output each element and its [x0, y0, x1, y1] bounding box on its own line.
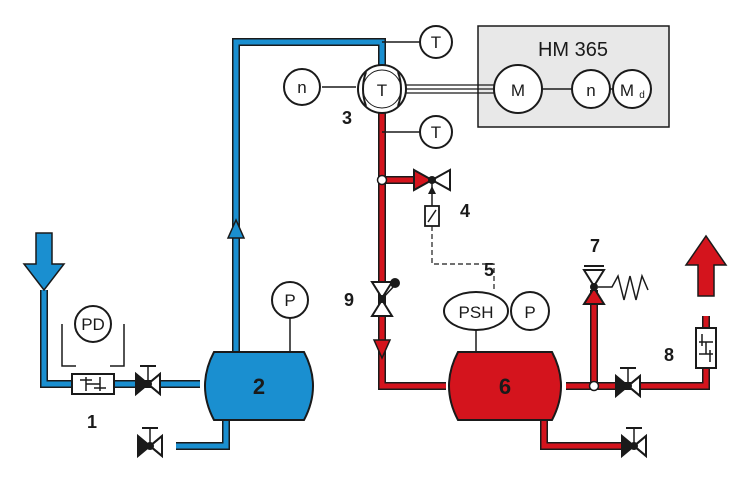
tank-2: 2 — [204, 351, 314, 421]
hm365-title: HM 365 — [538, 39, 608, 61]
instrument-torque: M d — [612, 69, 652, 109]
instrument-motor: M — [493, 64, 543, 114]
drain-valve-2 — [137, 427, 163, 459]
instrument-t-lower: T — [419, 115, 453, 149]
instrument-p-tank2: P — [271, 281, 309, 319]
instrument-lines — [61, 41, 495, 367]
inlet-valve — [135, 365, 161, 397]
tank-6: 6 — [448, 351, 562, 421]
label-2: 2 — [253, 374, 265, 399]
svg-text:PD: PD — [81, 315, 105, 334]
label-3: 3 — [342, 108, 352, 128]
instrument-n-motor: n — [571, 69, 611, 109]
instrument-p-tank6: P — [510, 291, 550, 331]
valve-4 — [413, 168, 451, 227]
label-4: 4 — [460, 201, 470, 221]
label-7: 7 — [590, 236, 600, 256]
svg-text:P: P — [524, 303, 535, 322]
svg-text:P: P — [284, 291, 295, 310]
label-9: 9 — [344, 290, 354, 310]
svg-text:T: T — [431, 33, 441, 52]
svg-text:M: M — [620, 81, 634, 100]
svg-text:n: n — [297, 78, 306, 97]
outlet-arrow-icon — [684, 234, 728, 297]
instrument-pd: PD — [74, 305, 112, 343]
valve-9 — [370, 278, 400, 317]
torque-subscript: d — [639, 90, 645, 101]
instrument-n-turbine: n — [283, 68, 321, 106]
outlet-valve — [615, 367, 641, 399]
turbine-3: T — [357, 64, 407, 114]
instrument-psh: PSH — [443, 291, 509, 331]
drain-valve-6 — [621, 427, 647, 459]
svg-text:M: M — [511, 81, 525, 100]
instrument-t-upper: T — [419, 25, 453, 59]
label-6: 6 — [499, 374, 511, 399]
label-5: 5 — [484, 260, 494, 280]
svg-text:n: n — [586, 81, 595, 100]
svg-text:PSH: PSH — [459, 303, 494, 322]
relief-valve-7 — [582, 265, 649, 305]
filter-1 — [71, 373, 115, 395]
svg-text:T: T — [431, 123, 441, 142]
inlet-arrow-icon — [22, 232, 66, 292]
label-8: 8 — [664, 345, 674, 365]
filter-8 — [695, 327, 717, 369]
turbine-label: T — [377, 81, 387, 100]
label-1: 1 — [87, 412, 97, 432]
